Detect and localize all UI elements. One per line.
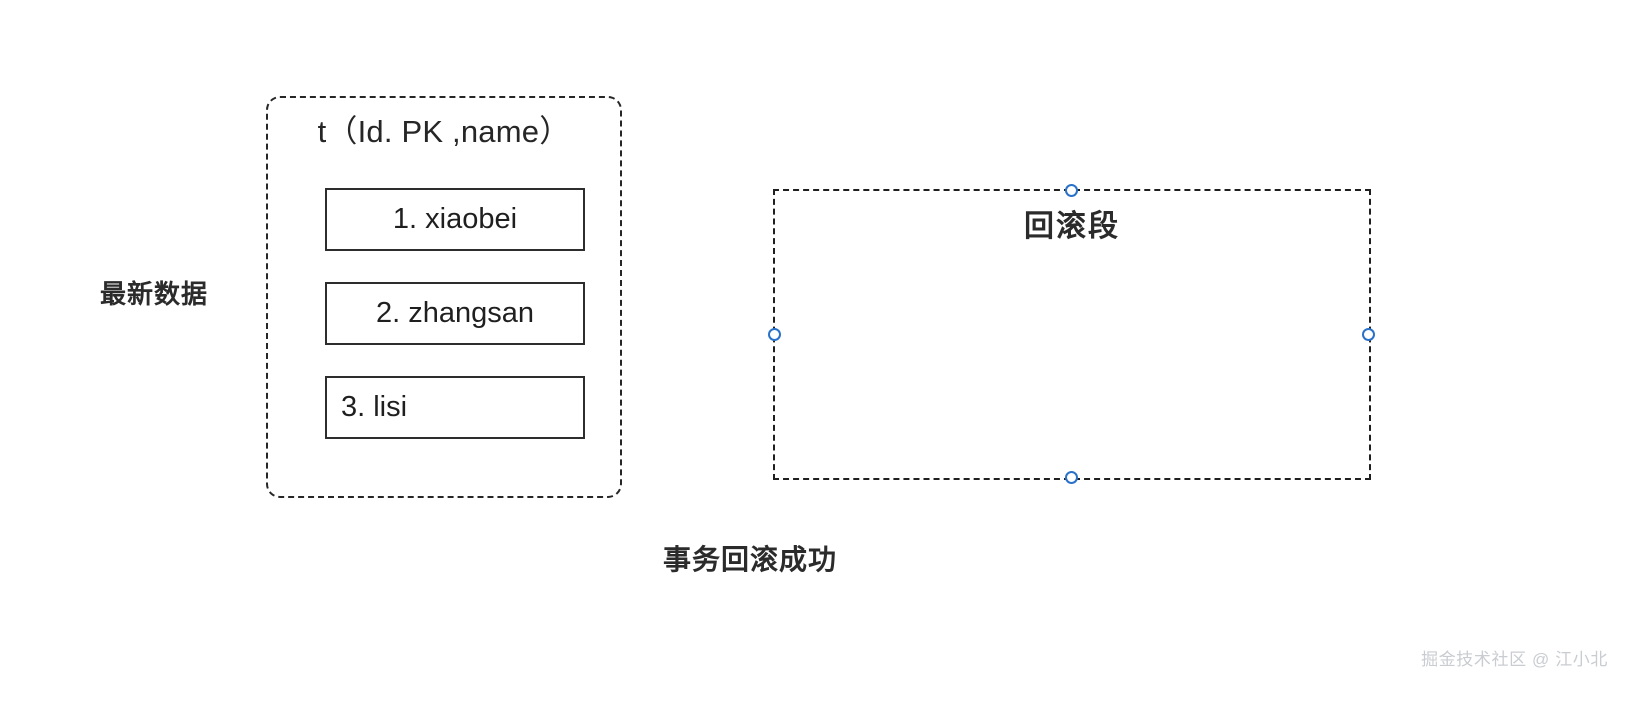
rollback-success-caption: 事务回滚成功 <box>663 544 838 575</box>
watermark: 掘金技术社区 @ 江小北 <box>1421 650 1608 669</box>
table-row[interactable]: 3. lisi <box>325 376 585 439</box>
table-row-label: 1. xiaobei <box>392 203 518 235</box>
table-container[interactable]: t（Id. PK ,name） 1. xiaobei 2. zhangsan 3… <box>266 96 622 498</box>
latest-data-label: 最新数据 <box>100 279 209 309</box>
table-row[interactable]: 1. xiaobei <box>325 188 585 251</box>
table-row[interactable]: 2. zhangsan <box>325 282 585 345</box>
rollback-segment-box[interactable]: 回滚段 <box>768 184 1375 484</box>
resize-handle-right-icon[interactable] <box>1362 327 1375 341</box>
table-row-label: 3. lisi <box>341 391 408 423</box>
table-title: t（Id. PK ,name） <box>317 114 571 149</box>
resize-handle-top-icon[interactable] <box>1065 184 1078 197</box>
resize-handle-left-icon[interactable] <box>768 327 781 341</box>
rollback-segment-title: 回滚段 <box>1024 210 1120 243</box>
table-row-label: 2. zhangsan <box>375 297 534 329</box>
resize-handle-bottom-icon[interactable] <box>1065 471 1078 484</box>
